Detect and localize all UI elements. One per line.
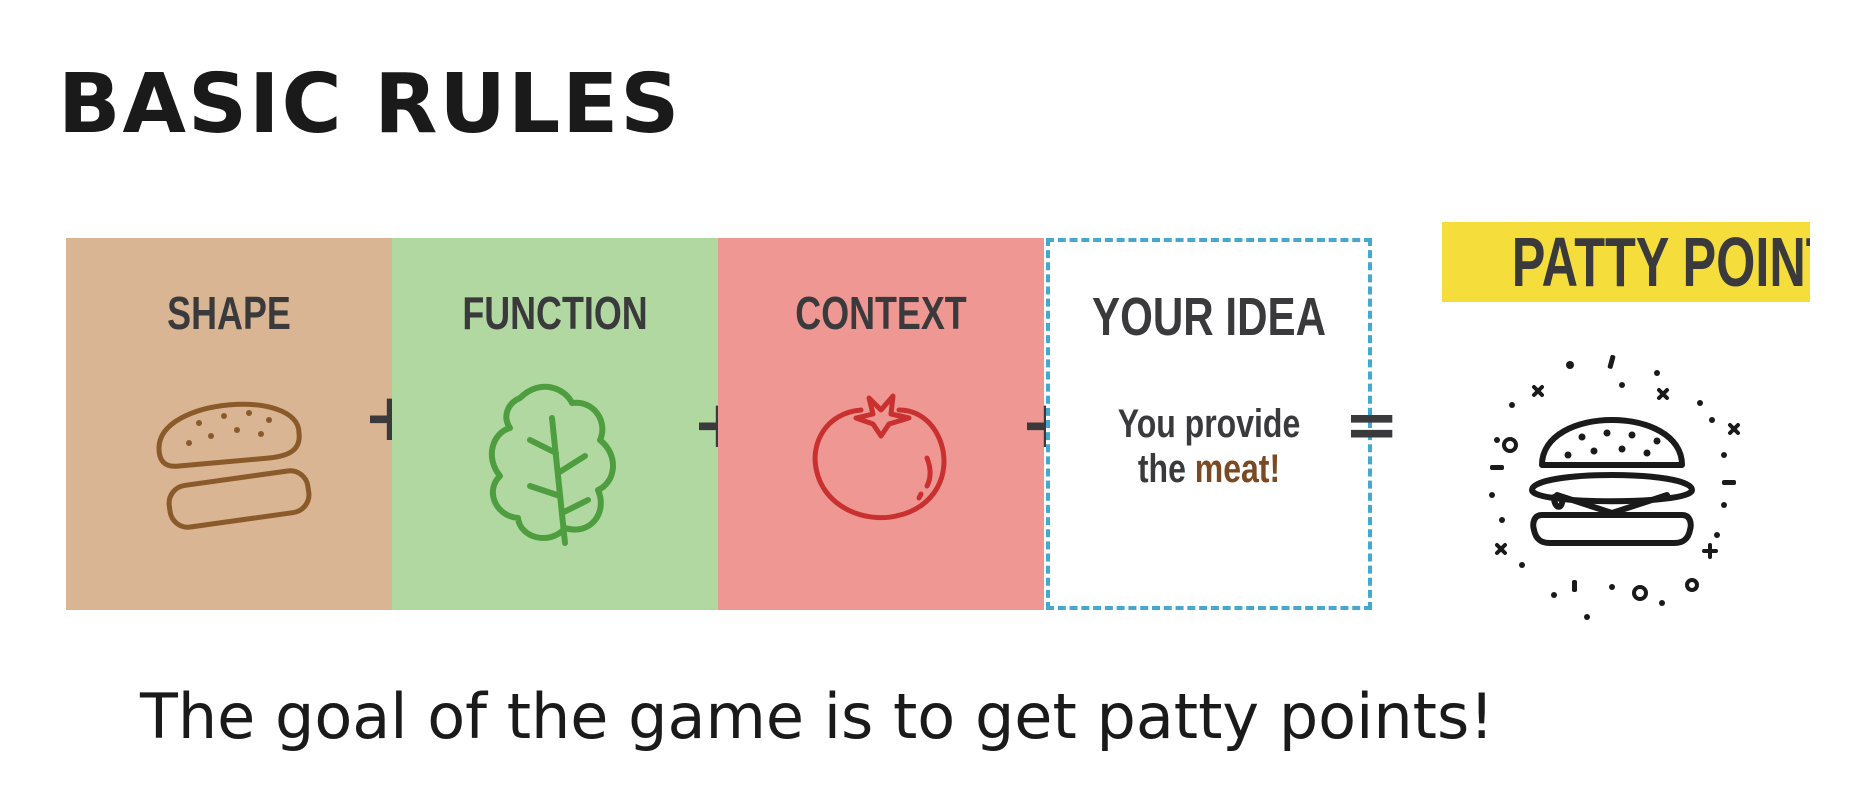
your-idea-text: You provide the meat! bbox=[1082, 402, 1336, 492]
lettuce-leaf-icon bbox=[392, 378, 718, 552]
tomato-icon bbox=[718, 378, 1044, 532]
shape-panel: SHAPE bbox=[66, 238, 392, 610]
burger-bun-icon bbox=[66, 378, 392, 542]
context-panel: CONTEXT bbox=[718, 238, 1044, 610]
idea-line-2a: the bbox=[1137, 446, 1195, 491]
function-panel: FUNCTION bbox=[392, 238, 718, 610]
context-label: CONTEXT bbox=[795, 287, 967, 339]
your-idea-panel: YOUR IDEA You provide the meat! bbox=[1046, 238, 1372, 610]
burger-sparkle-icon bbox=[1462, 345, 1762, 629]
idea-line-1: You provide bbox=[1117, 402, 1301, 446]
goal-text: The goal of the game is to get patty poi… bbox=[140, 680, 1495, 753]
patty-points-label: PATTY POINTS bbox=[1442, 222, 1810, 302]
your-idea-label: YOUR IDEA bbox=[1091, 287, 1327, 347]
shape-label: SHAPE bbox=[167, 287, 291, 339]
equals-operator: = bbox=[1344, 386, 1400, 463]
page-title: BASIC RULES bbox=[58, 57, 682, 152]
function-label: FUNCTION bbox=[462, 287, 648, 339]
idea-line-2b: meat! bbox=[1194, 446, 1281, 491]
